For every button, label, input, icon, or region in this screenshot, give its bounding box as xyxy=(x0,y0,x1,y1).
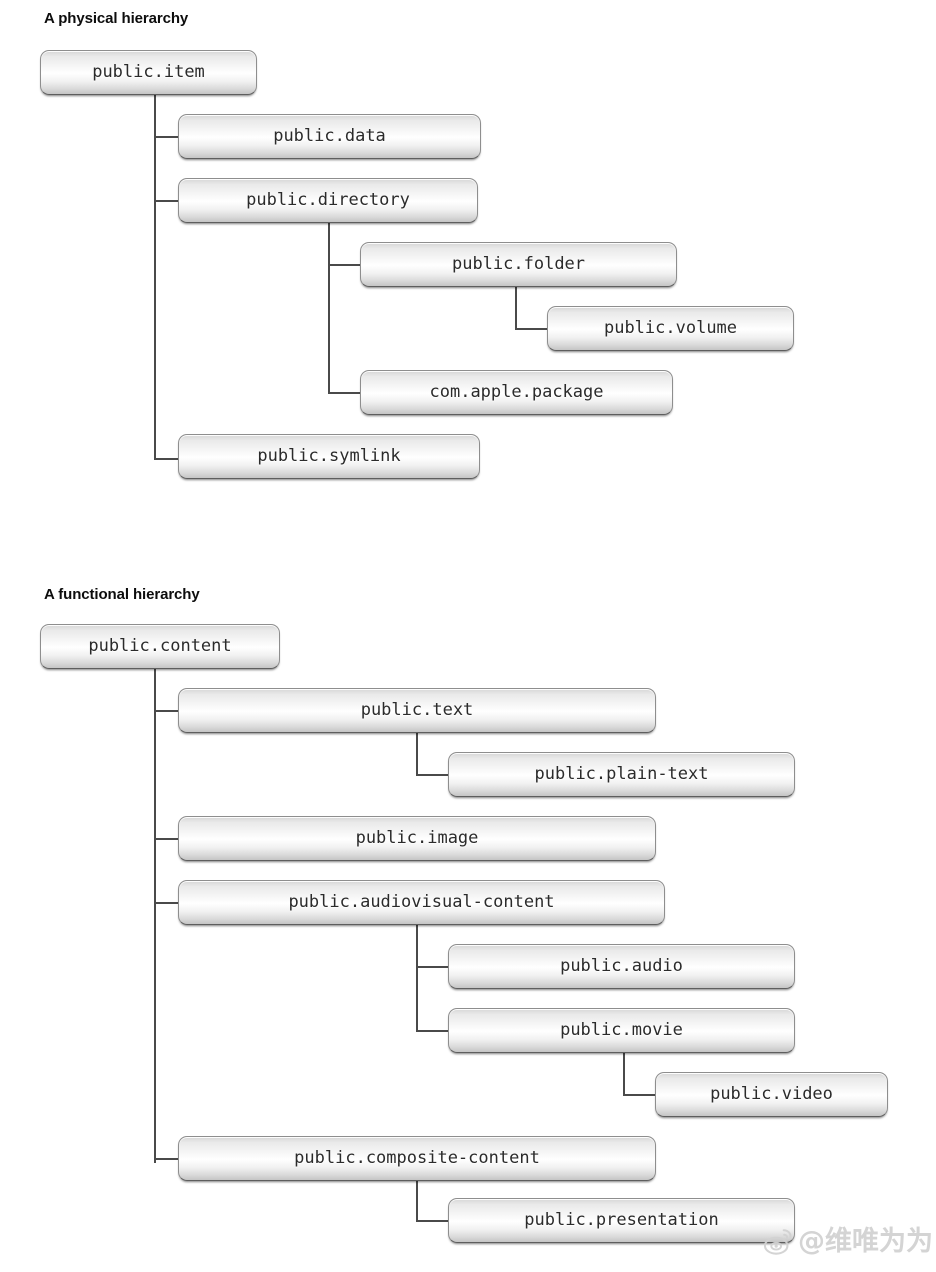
connector-text-to-plain xyxy=(416,774,449,776)
node-public-content[interactable]: public.content xyxy=(40,624,280,669)
connector-item-trunk xyxy=(154,95,156,460)
connector-dir-to-package xyxy=(328,392,361,394)
node-public-folder[interactable]: public.folder xyxy=(360,242,677,287)
connector-comp-to-present xyxy=(416,1220,449,1222)
node-label: public.content xyxy=(88,636,232,656)
node-label: public.movie xyxy=(560,1020,683,1040)
connector-av-to-movie xyxy=(416,1030,449,1032)
node-public-audio[interactable]: public.audio xyxy=(448,944,795,989)
node-public-data[interactable]: public.data xyxy=(178,114,481,159)
node-public-composite-content[interactable]: public.composite-content xyxy=(178,1136,656,1181)
connector-content-to-comp xyxy=(154,1158,179,1160)
node-label: public.folder xyxy=(451,254,586,274)
connector-item-to-dir xyxy=(154,200,179,202)
connector-item-to-symlink xyxy=(154,458,179,460)
connector-av-to-audio xyxy=(416,966,449,968)
node-public-directory[interactable]: public.directory xyxy=(178,178,478,223)
node-label: public.plain-text xyxy=(534,764,709,784)
connector-folder-trunk xyxy=(515,287,517,330)
node-public-presentation[interactable]: public.presentation xyxy=(448,1198,795,1243)
node-public-video[interactable]: public.video xyxy=(655,1072,888,1117)
node-public-volume[interactable]: public.volume xyxy=(547,306,794,351)
node-label: public.volume xyxy=(603,318,738,338)
section-title-physical: A physical hierarchy xyxy=(44,10,189,27)
node-public-audiovisual-content[interactable]: public.audiovisual-content xyxy=(178,880,665,925)
node-label: public.directory xyxy=(246,190,410,210)
connector-text-trunk xyxy=(416,733,418,776)
connector-folder-to-vol xyxy=(515,328,548,330)
connector-comp-trunk xyxy=(416,1181,418,1222)
node-label: public.composite-content xyxy=(294,1148,540,1168)
connector-dir-to-folder xyxy=(328,264,361,266)
connector-content-to-image xyxy=(154,838,179,840)
connector-dir-trunk xyxy=(328,223,330,393)
node-label: public.data xyxy=(273,126,386,146)
node-public-plain-text[interactable]: public.plain-text xyxy=(448,752,795,797)
section-title-functional: A functional hierarchy xyxy=(44,586,200,603)
connector-item-to-data xyxy=(154,136,179,138)
node-public-movie[interactable]: public.movie xyxy=(448,1008,795,1053)
connector-content-to-text xyxy=(154,710,179,712)
connector-content-trunk xyxy=(154,669,156,1163)
connector-content-to-av xyxy=(154,902,179,904)
node-label: public.symlink xyxy=(257,446,401,466)
connector-movie-to-video xyxy=(623,1094,656,1096)
node-label: public.presentation xyxy=(524,1210,719,1230)
node-public-item[interactable]: public.item xyxy=(40,50,257,95)
node-label: public.text xyxy=(360,700,474,720)
node-public-image[interactable]: public.image xyxy=(178,816,656,861)
node-label: public.item xyxy=(92,62,205,82)
node-label: public.audiovisual-content xyxy=(288,892,555,912)
node-com-apple-package[interactable]: com.apple.package xyxy=(360,370,673,415)
node-label: public.image xyxy=(355,828,479,848)
node-label: public.video xyxy=(710,1084,833,1104)
connector-av-trunk xyxy=(416,925,418,1032)
node-label: com.apple.package xyxy=(429,382,604,402)
node-public-text[interactable]: public.text xyxy=(178,688,656,733)
connector-movie-trunk xyxy=(623,1053,625,1096)
node-public-symlink[interactable]: public.symlink xyxy=(178,434,480,479)
node-label: public.audio xyxy=(560,956,683,976)
